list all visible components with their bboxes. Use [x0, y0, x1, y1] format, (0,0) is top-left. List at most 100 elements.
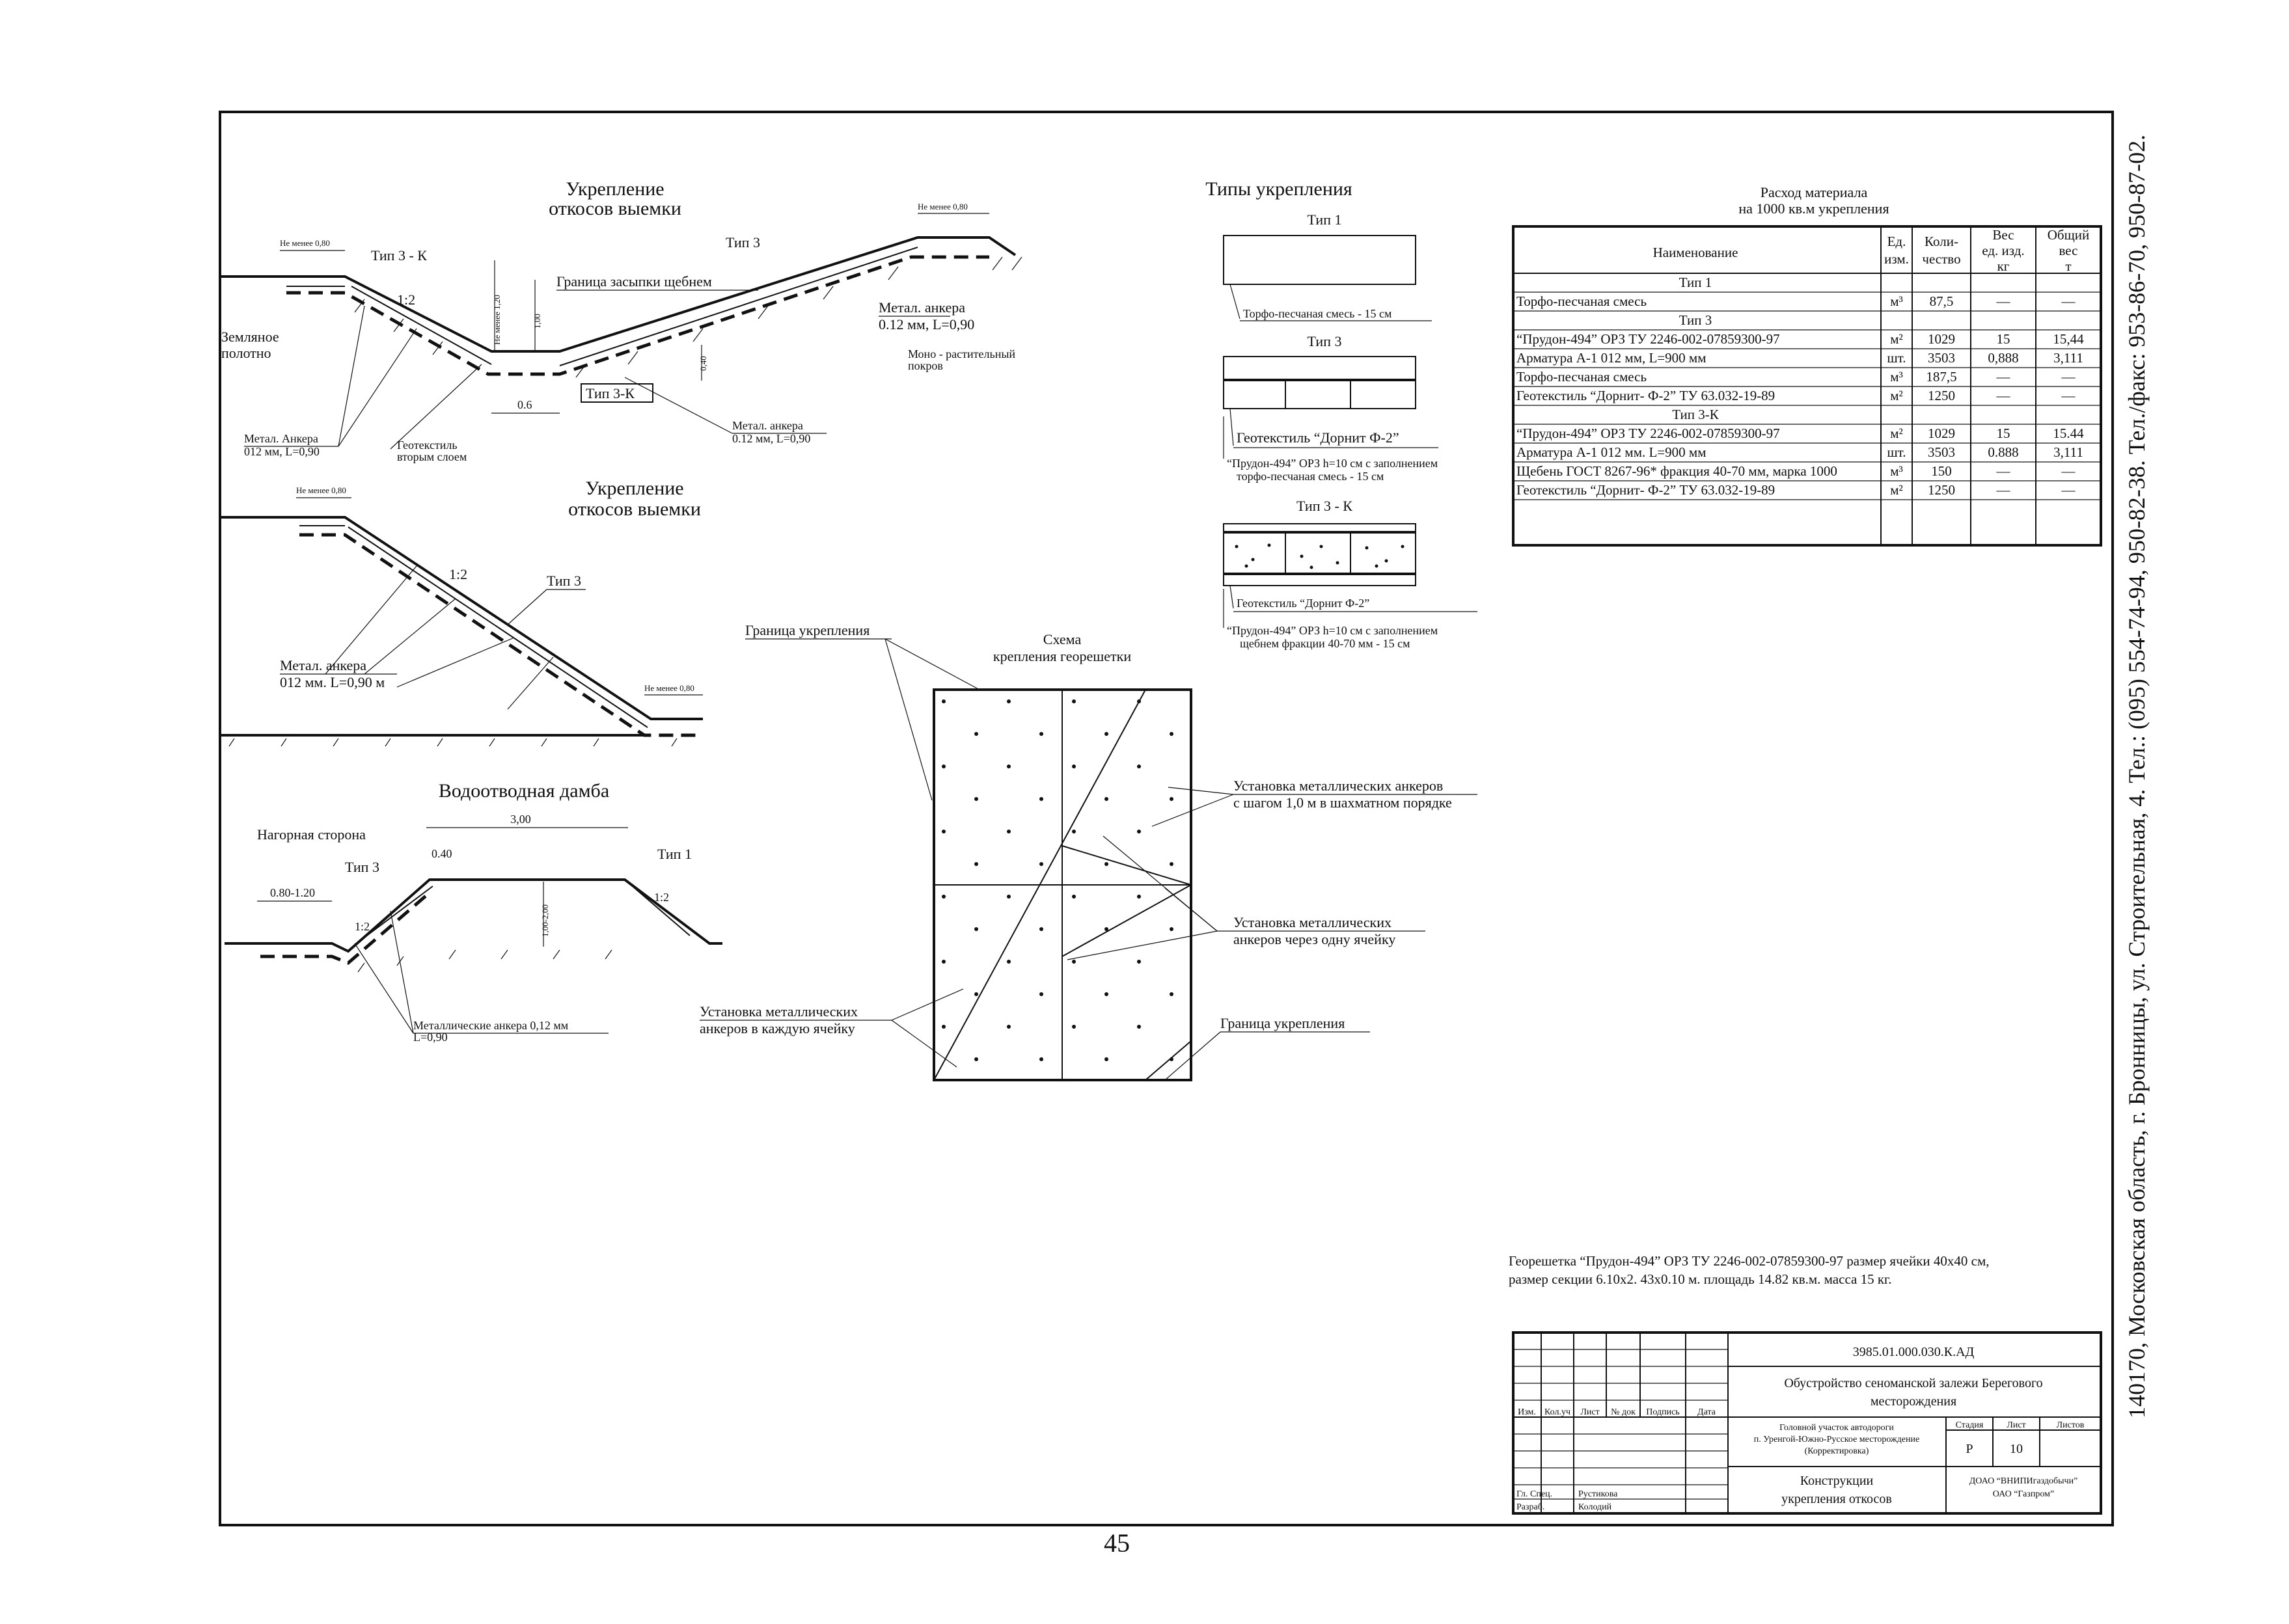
materials-cell-weight: 0.888 — [1988, 444, 2018, 460]
anchor-dot — [1007, 699, 1011, 703]
stamp-role-2: Разраб. — [1516, 1502, 1544, 1512]
anchor-dot — [974, 1057, 978, 1061]
materials-cell-qty: 1250 — [1928, 482, 1955, 498]
anchor-dot — [942, 699, 946, 703]
materials-cell-name: Щебень ГОСТ 8267-96* фракция 40-70 мм, м… — [1516, 463, 1837, 479]
materials-cell-qty: 187,5 — [1926, 369, 1956, 385]
materials-title-line1: Расход материала — [1761, 184, 1868, 200]
section1-geotex-line2: вторым слоем — [397, 450, 467, 463]
materials-cell-name: Торфо-песчаная смесь — [1516, 293, 1647, 309]
anchor-dot — [942, 1025, 946, 1029]
type3k-swatch — [1223, 523, 1416, 586]
stamp-col-list: Лист — [1580, 1407, 1599, 1417]
materials-cell-total: — — [2061, 293, 2076, 309]
anchor-dot — [1137, 1025, 1141, 1029]
scheme-every-other-line2: анкеров через одну ячейку — [1233, 931, 1395, 947]
type3-label: Тип 3 — [1308, 333, 1342, 349]
materials-cell-qty: 3503 — [1928, 350, 1955, 366]
anchor-dot — [942, 960, 946, 964]
materials-group-title: Тип 1 — [1679, 275, 1712, 290]
section1-anchor-left-line1: Метал. Анкера — [244, 432, 318, 445]
anchor-dot — [942, 765, 946, 768]
side-address: 140170, Московская область, г. Бронницы,… — [2124, 135, 2150, 1418]
stamp-stage-header: Стадия — [1956, 1420, 1984, 1430]
section3-slope-left: 1:2 — [355, 920, 370, 933]
anchor-dot — [974, 797, 978, 801]
anchor-dot — [974, 927, 978, 931]
stamp-sheet-header: Лист — [2007, 1420, 2025, 1430]
section1-min080-right: Не менее 0,80 — [918, 202, 968, 211]
anchor-dot — [1072, 765, 1076, 768]
materials-cell-weight: 0,888 — [1988, 350, 2018, 366]
stamp-sheet: 10 — [2010, 1442, 2023, 1456]
section3-dim-040: 0.40 — [432, 847, 452, 860]
stamp-title-line1: Конструкции — [1800, 1474, 1874, 1488]
section1-anchor-right-line2: 0.12 мм, L=0,90 — [732, 432, 810, 445]
section1-profile — [221, 236, 1017, 353]
anchor-dot — [1104, 1057, 1108, 1061]
materials-cell-name: Арматура А-1 012 мм. L=900 мм — [1516, 444, 1706, 460]
type3-note-line1: “Прудон-494” ОРЗ h=10 см с заполнением — [1227, 457, 1438, 470]
materials-hdr-qty-2: чество — [1922, 251, 1960, 267]
anchor-dot — [1137, 765, 1141, 768]
stamp-org-line2: ОАО “Газпром” — [1993, 1489, 2054, 1499]
anchor-dot — [1039, 732, 1043, 736]
materials-cell-total: 15,44 — [2053, 331, 2084, 347]
section3-dim-height: 1,00-2,00 — [540, 904, 550, 937]
materials-cell-name: “Прудон-494” ОРЗ ТУ 2246-002-07859300-97 — [1516, 426, 1780, 441]
section3-slope-right: 1:2 — [654, 891, 669, 904]
materials-cell-unit: м² — [1890, 331, 1903, 347]
section1-earth-line2: полотно — [221, 345, 271, 361]
anchor-dot — [1104, 732, 1108, 736]
section1-dim-100: 1,00 — [532, 314, 542, 329]
anchor-dot — [1039, 797, 1043, 801]
section1-mono-line2: покров — [908, 359, 943, 372]
materials-cell-unit: м³ — [1890, 293, 1903, 309]
section1-type3k-bottom: Тип 3-К — [586, 385, 635, 401]
stamp-person-2: Колодий — [1578, 1502, 1612, 1512]
anchor-dot — [1170, 862, 1173, 866]
scheme-title-line1: Схема — [1043, 631, 1082, 647]
type3k-note-line1: “Прудон-494” ОРЗ h=10 см с заполнением — [1227, 624, 1438, 637]
section2-anchor-line2: 012 мм. L=0,90 м — [280, 674, 385, 690]
stamp-role-1: Гл. Спец. — [1516, 1489, 1552, 1499]
section2-min080-bottom: Не менее 0,80 — [644, 683, 694, 693]
materials-group-title: Тип 3 — [1679, 312, 1712, 328]
materials-cell-qty: 150 — [1931, 463, 1952, 479]
section1-dim-120: Не менее 1,20 — [492, 295, 502, 345]
anchor-dot — [1137, 960, 1141, 964]
anchor-dot — [1072, 960, 1076, 964]
type3-geo: Геотекстиль “Дорнит Ф-2” — [1237, 429, 1399, 446]
anchor-dot — [942, 830, 946, 833]
materials-cell-unit: шт. — [1887, 444, 1906, 460]
materials-cell-unit: шт. — [1887, 350, 1906, 366]
materials-cell-weight: — — [1996, 388, 2011, 403]
section3-dim-300: 3,00 — [510, 813, 531, 826]
materials-cell-unit: м² — [1890, 426, 1903, 441]
section3-anchor-line1: Металлические анкера 0,12 мм — [413, 1019, 568, 1032]
anchor-dot — [1170, 992, 1173, 996]
materials-cell-unit: м³ — [1890, 463, 1903, 479]
anchor-dot — [1072, 830, 1076, 833]
materials-cell-weight: — — [1996, 482, 2011, 498]
anchor-dot — [1039, 927, 1043, 931]
materials-cell-name: Торфо-песчаная смесь — [1516, 369, 1647, 385]
type1-label: Тип 1 — [1308, 211, 1342, 228]
stamp-sheets-header: Листов — [2057, 1420, 2085, 1430]
section2-min080-top: Не менее 0,80 — [296, 485, 346, 495]
stamp-project-line2: месторождения — [1871, 1394, 1956, 1409]
stamp-stage: Р — [1966, 1442, 1973, 1456]
section2-anchor-line1: Метал. анкера — [280, 657, 366, 673]
footnote-line2: размер секции 6.10х2. 43х0.10 м. площадь… — [1509, 1271, 1892, 1287]
page-number: 45 — [1104, 1528, 1130, 1558]
section2-title-line1: Укрепление — [585, 478, 683, 499]
anchor-dot — [1039, 862, 1043, 866]
section1-dim-06: 0.6 — [517, 398, 532, 411]
anchor-dot — [1137, 830, 1141, 833]
anchor-dot — [1072, 1025, 1076, 1029]
anchor-dot — [974, 862, 978, 866]
materials-table: Расход материала на 1000 кв.м укрепления… — [1512, 184, 2102, 547]
stamp-project-line1: Обустройство сеноманской залежи Берегово… — [1784, 1376, 2042, 1390]
materials-group-title: Тип 3-К — [1672, 407, 1720, 422]
materials-hdr-w-1: Вес — [1992, 227, 2014, 243]
